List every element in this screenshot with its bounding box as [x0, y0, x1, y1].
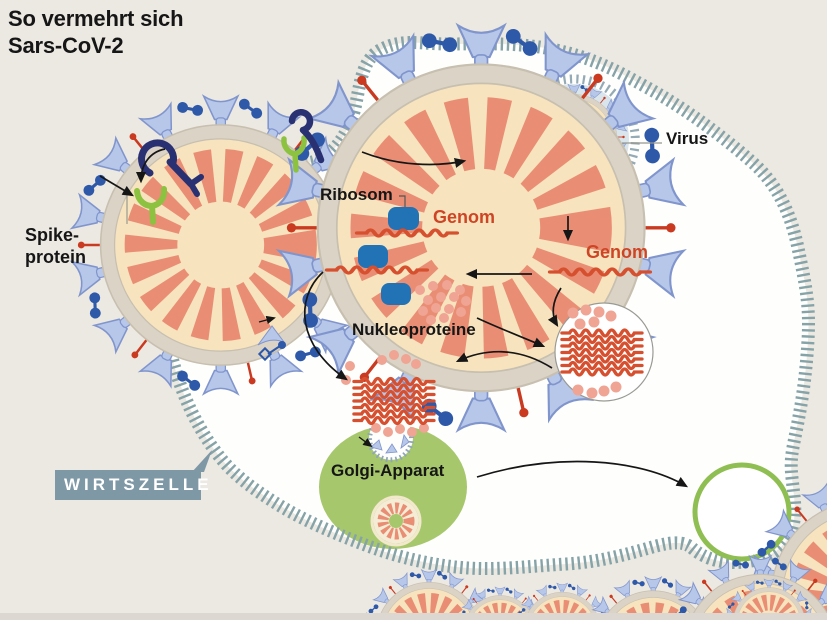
nucleoprotein-dots	[341, 280, 471, 437]
label-golgi-apparat: Golgi-Apparat	[331, 461, 445, 480]
title-line1: So vermehrt sich	[8, 6, 184, 31]
free-spike-protein-icon	[257, 325, 286, 362]
green-receptor-icon	[134, 186, 168, 225]
label-virus: Virus	[666, 129, 709, 148]
packaging-vesicle	[554, 302, 654, 402]
released-viruses	[363, 556, 827, 620]
exit-vesicle	[692, 462, 792, 562]
leader-lines	[126, 142, 662, 224]
label-nukleoproteine: Nukleoproteine	[352, 320, 476, 339]
golgi-apparatus	[319, 416, 467, 549]
flow-arrows	[99, 148, 689, 488]
label-spike-protein: Spike- protein	[25, 225, 86, 267]
page-title: So vermehrt sich Sars-CoV-2	[8, 5, 184, 59]
label-genom-top: Genom	[433, 207, 496, 227]
label-genom-right: Genom	[586, 242, 649, 262]
ribosome-icons	[358, 207, 419, 305]
bottom-edge	[0, 613, 827, 620]
wirtszelle-tag-pointer	[192, 450, 212, 472]
wirtszelle-tag: WIRTSZELLE	[55, 470, 209, 500]
title-line2: Sars-CoV-2	[8, 33, 124, 58]
label-ribosom: Ribosom	[320, 185, 393, 204]
green-receptor-bound-icon	[281, 108, 325, 173]
navy-hook-icon	[138, 139, 204, 197]
